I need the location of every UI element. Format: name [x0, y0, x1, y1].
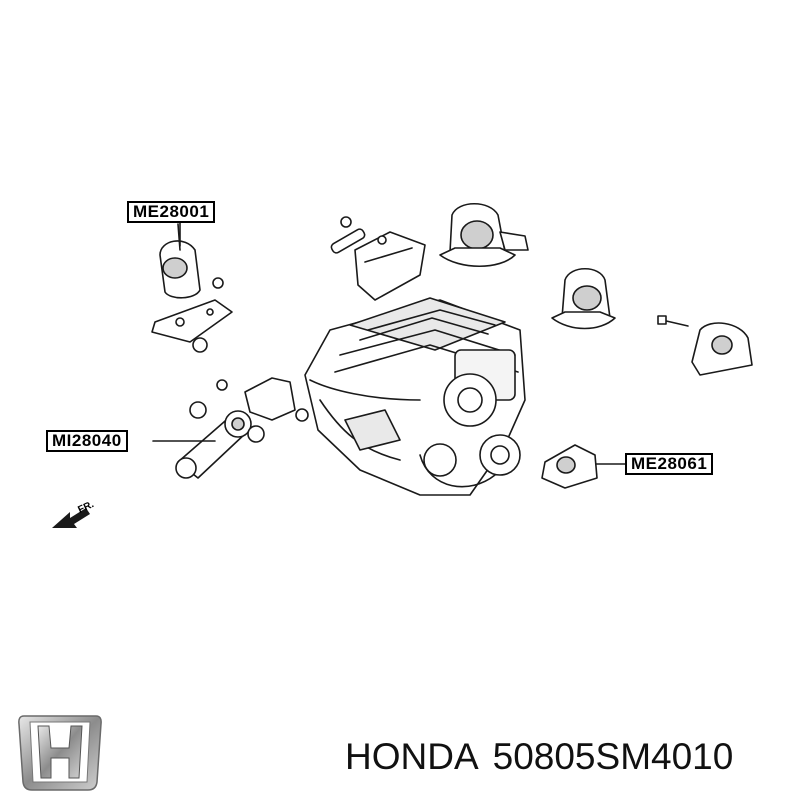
upper-bracket-illustration: [330, 216, 426, 301]
label-me28001: ME28001: [127, 201, 216, 223]
label-me28061: ME28061: [625, 453, 714, 475]
torque-rod-illustration: [175, 377, 309, 479]
part-number: 50805SM4010: [492, 736, 734, 777]
brand-name: HONDA: [345, 736, 479, 777]
honda-h-logo-icon: [18, 715, 102, 791]
upper-center-mount-illustration: [439, 203, 529, 268]
front-direction-arrow-icon: [52, 508, 90, 528]
label-mi28040: MI28040: [46, 430, 128, 452]
top-left-mount-illustration: [151, 223, 233, 353]
right-lower-mount-illustration: [541, 444, 598, 489]
far-right-mount-illustration: [657, 315, 753, 376]
right-upper-mount-illustration: [551, 267, 616, 330]
engine-block-illustration: [304, 297, 526, 496]
part-caption: HONDA 50805SM4010: [345, 736, 733, 778]
